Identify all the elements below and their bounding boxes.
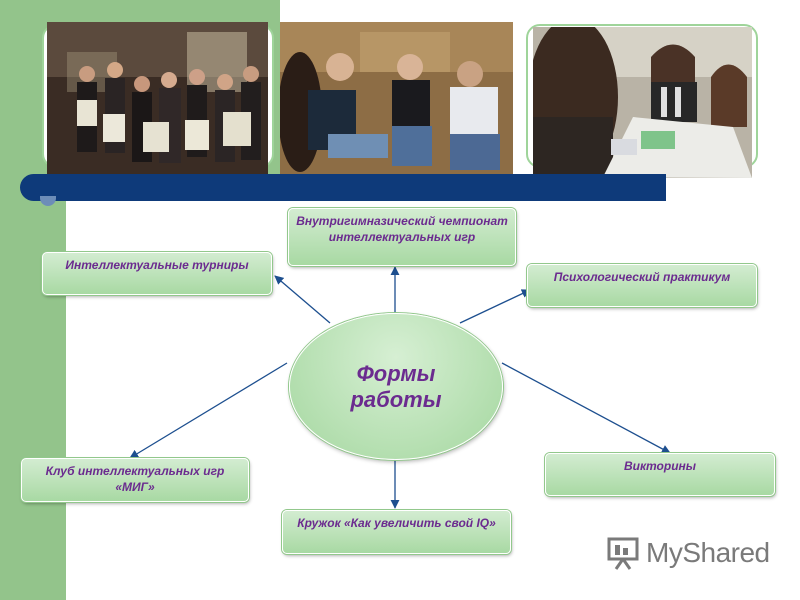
node-practicum: Психологический практикум	[527, 264, 757, 307]
node-practicum-label: Психологический практикум	[553, 270, 731, 284]
node-club-label: Клуб интеллектуальных игр «МИГ»	[45, 464, 225, 494]
arrow-to-club	[129, 362, 288, 459]
node-tournaments: Интеллектуальные турниры	[42, 252, 272, 295]
watermark-logo: MyShared	[606, 536, 770, 570]
node-championship-label: Внутригимназический чемпионат интеллекту…	[296, 214, 508, 244]
center-node-label: Формы работы	[350, 360, 442, 412]
arrow-to-practicum	[459, 289, 531, 324]
navy-header-bar	[20, 174, 666, 201]
arrow-to-tournaments	[274, 275, 331, 324]
node-circle: Кружок «Как увеличить свой IQ»	[282, 510, 511, 554]
node-tournaments-label: Интеллектуальные турниры	[65, 258, 249, 272]
node-quizzes-label: Викторины	[623, 459, 697, 473]
center-node: Формы работы	[289, 313, 503, 460]
node-club: Клуб интеллектуальных игр «МИГ»	[21, 458, 249, 502]
node-circle-label: Кружок «Как увеличить свой IQ»	[297, 516, 496, 530]
watermark-text: MyShared	[646, 537, 770, 568]
photo-award-students	[47, 22, 268, 174]
node-quizzes: Викторины	[545, 453, 775, 496]
arrow-to-quizzes	[501, 362, 671, 454]
bar-shadow	[40, 196, 56, 206]
photo-students-discussion	[280, 22, 513, 178]
photo-students-working	[533, 27, 752, 178]
presentation-board-icon	[607, 537, 639, 570]
node-championship: Внутригимназический чемпионат интеллекту…	[288, 208, 516, 266]
